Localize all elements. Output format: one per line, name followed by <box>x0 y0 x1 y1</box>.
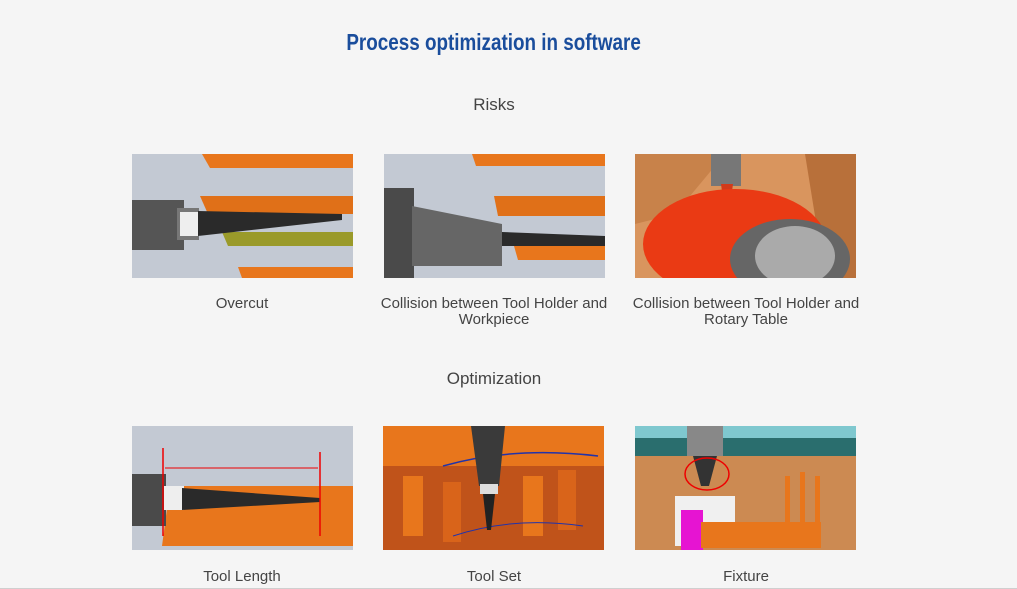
caption-tool-length: Tool Length <box>203 568 281 585</box>
tool-set-image <box>383 426 604 550</box>
caption-collision-rotary-table: Collision between Tool Holder and Rotary… <box>632 295 860 328</box>
section-heading-risks: Risks <box>473 95 515 114</box>
collision-workpiece-image <box>384 154 605 278</box>
page-title: Process optimization in software <box>346 29 642 55</box>
collision-rotary-table-image <box>635 154 856 278</box>
caption-collision-workpiece: Collision between Tool Holder and Workpi… <box>380 295 608 328</box>
overcut-image <box>132 154 353 278</box>
fixture-image <box>635 426 856 550</box>
section-heading-optimization: Optimization <box>446 369 542 388</box>
caption-overcut: Overcut <box>215 295 269 312</box>
caption-tool-set: Tool Set <box>466 568 522 585</box>
tool-length-image <box>132 426 353 550</box>
caption-fixture: Fixture <box>723 568 769 585</box>
